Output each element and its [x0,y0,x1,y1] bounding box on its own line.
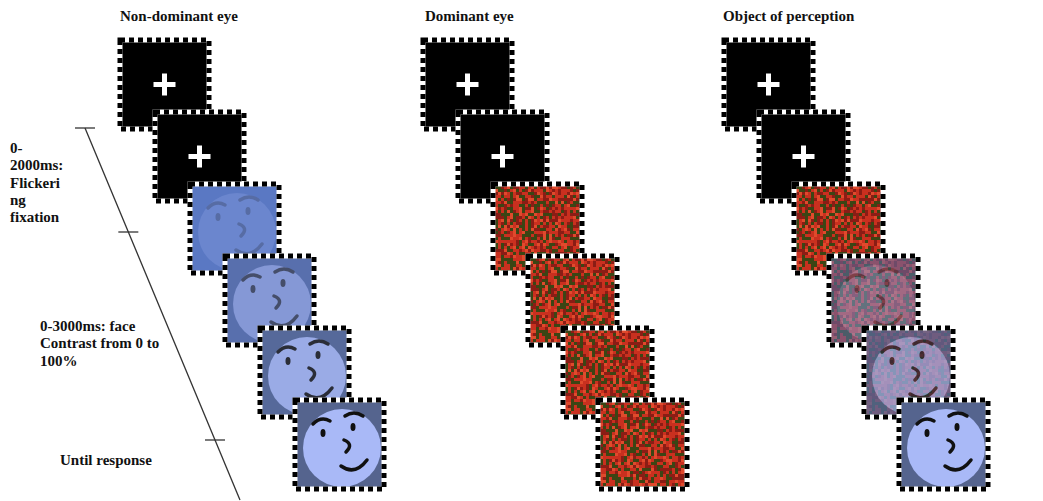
frame-border [899,400,988,489]
stimulus-frame [598,400,687,489]
phase-label: 0- 2000ms: Flickeri ng fixation [10,140,72,226]
bracket-tick [205,439,225,440]
face-stimulus [297,402,382,487]
fixation-cross [197,146,202,168]
phase-label: 0-3000ms: face Contrast from 0 to 100% [40,318,165,370]
fixation-cross [801,146,806,168]
phase-label: Until response [60,452,200,469]
fixation-cross [465,74,470,96]
stimulus-frame [899,400,988,489]
frame-border [899,400,988,489]
column-heading: Dominant eye [425,8,625,25]
bracket-tick [75,127,95,128]
face-stimulus [901,402,986,487]
frame-border [598,400,687,489]
column-heading: Non-dominant eye [120,8,320,25]
fixation-cross [162,74,167,96]
stimulus-frame [295,400,384,489]
fixation-cross [766,74,771,96]
frame-border [295,400,384,489]
bracket-tick [118,231,138,232]
frame-border [295,400,384,489]
noise-mask [600,402,685,487]
column-heading: Object of perception [723,8,943,25]
fixation-cross [500,146,505,168]
frame-border [598,400,687,489]
